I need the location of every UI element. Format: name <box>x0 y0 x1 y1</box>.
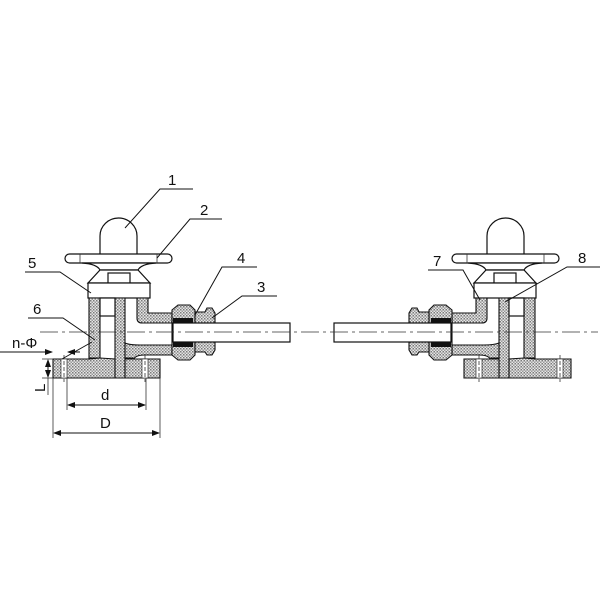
svg-text:5: 5 <box>28 255 36 272</box>
svg-text:L: L <box>32 384 49 392</box>
right-valve <box>333 217 572 383</box>
callout-1: 1 <box>124 172 193 229</box>
callout-3: 3 <box>211 279 277 319</box>
svg-text:7: 7 <box>433 253 441 270</box>
dimension-D: D <box>52 378 161 438</box>
svg-text:4: 4 <box>237 250 245 267</box>
callout-7: 7 <box>428 253 481 301</box>
svg-text:1: 1 <box>168 172 176 189</box>
svg-text:8: 8 <box>578 250 586 267</box>
dimension-L: L <box>32 358 53 395</box>
dimension-n-phi: n-Φ <box>0 335 80 355</box>
svg-text:n-Φ: n-Φ <box>12 335 37 352</box>
svg-text:3: 3 <box>257 279 265 296</box>
callout-6: 6 <box>28 301 96 360</box>
svg-text:d: d <box>101 387 109 404</box>
svg-text:D: D <box>100 415 111 432</box>
callout-5: 5 <box>25 255 92 294</box>
callout-2: 2 <box>156 202 222 259</box>
svg-text:2: 2 <box>200 202 208 219</box>
svg-text:6: 6 <box>33 301 41 318</box>
dimension-d: d <box>66 378 147 410</box>
callout-4: 4 <box>194 250 257 316</box>
callout-8: 8 <box>504 250 600 303</box>
left-valve <box>52 217 291 383</box>
